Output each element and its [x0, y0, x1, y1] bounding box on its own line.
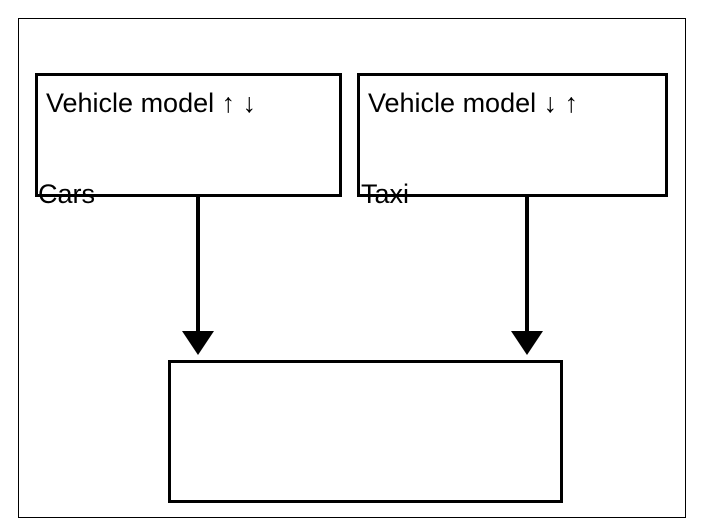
connector-shaft [196, 196, 200, 334]
arrowhead-down-icon [182, 331, 214, 355]
model-box-cars-title: Vehicle model ↑ ↓ [46, 88, 257, 118]
model-box-cars[interactable]: Vehicle model ↑ ↓ [35, 73, 342, 197]
connector-shaft [525, 196, 529, 334]
process-box[interactable] [168, 360, 563, 503]
outer-frame [18, 18, 686, 518]
arrowhead-down-icon [511, 331, 543, 355]
model-box-taxi-caption: Taxi [361, 179, 410, 209]
model-box-cars-caption: Cars [38, 179, 96, 209]
model-box-taxi[interactable]: Vehicle model ↓ ↑ [357, 73, 668, 197]
model-box-taxi-title: Vehicle model ↓ ↑ [368, 88, 579, 118]
